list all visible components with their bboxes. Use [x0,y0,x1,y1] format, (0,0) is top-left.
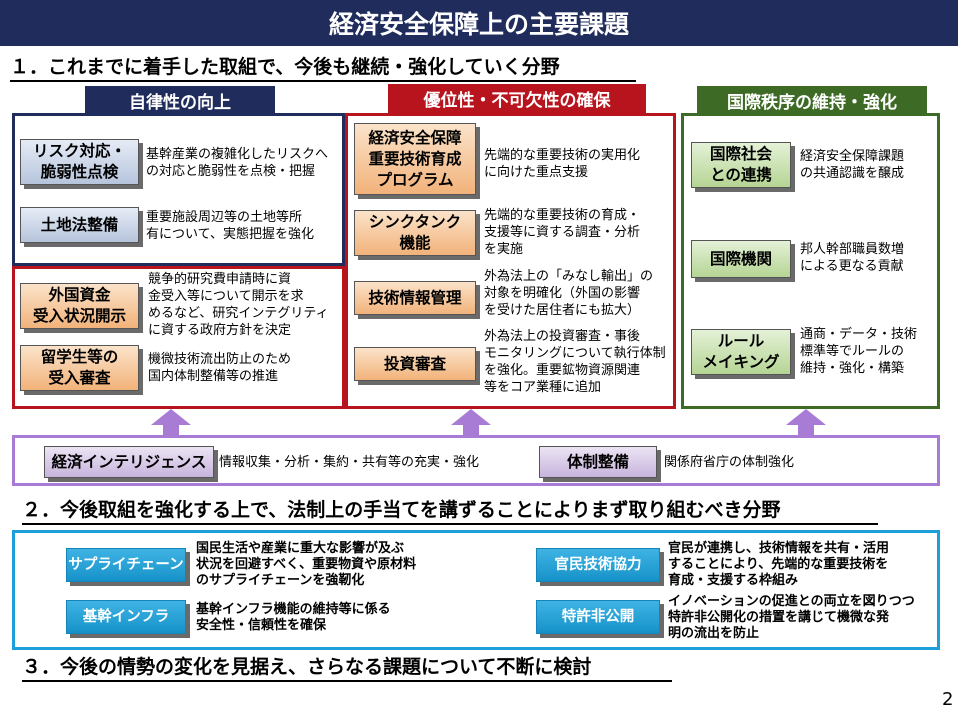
patent-secrecy-button[interactable]: 特許非公開 [536,600,660,634]
intl-cooperation-desc: 経済安全保障課題 の共通認識を醸成 [800,149,905,181]
supply-chain-desc: 国民生活や産業に重大な影響が及ぶ 状況を回避すべく、重要物資や原材料 のサプライ… [196,541,417,588]
section1-underline [10,80,636,82]
system-development-desc: 関係府省庁の体制強化 [664,455,795,470]
autonomy-frame [12,113,345,266]
rule-making-desc: 通商・データ・技術 標準等でルールの 維持・強化・構築 [800,327,918,376]
student-screening-button[interactable]: 留学生等の 受入審査 [20,345,139,391]
arrow-up-center-stem [463,424,479,436]
intl-organizations-desc: 邦人幹部職員数増 による更なる貢献 [800,242,905,274]
arrow-up-left-stem [163,424,179,436]
tech-info-button[interactable]: 技術情報管理 [354,281,476,315]
section3-heading: ３．今後の情勢の変化を見据え、さらなる課題について不断に検討 [22,656,592,678]
investment-screening-button[interactable]: 投資審査 [354,347,476,381]
student-screening-desc: 機微技術流出防止のため 国内体制整備等の推進 [148,352,292,384]
tech-info-desc: 外為法上の「みなし輸出」の 対象を明確化（外国の影響 を受けた居住者にも拡大） [484,269,654,318]
section2-frame [12,530,940,650]
tab-autonomy: 自律性の向上 [85,86,275,114]
tech-program-button[interactable]: 経済安全保障 重要技術育成 プログラム [354,123,476,195]
infrastructure-button[interactable]: 基幹インフラ [66,600,186,634]
infrastructure-desc: 基幹インフラ機能の維持等に係る 安全性・信頼性を確保 [196,602,391,633]
economic-intelligence-button[interactable]: 経済インテリジェンス [44,446,214,478]
autonomy-lower-frame [12,266,345,409]
land-law-button[interactable]: 土地法整備 [20,207,139,243]
economic-intelligence-desc: 情報収集・分析・集約・共有等の充実・強化 [219,455,480,470]
arrow-up-right-stem [798,424,814,436]
land-law-desc: 重要施設周辺等の土地等所 有について、実態把握を強化 [146,210,314,242]
risk-response-desc: 基幹産業の複雑化したリスクへ の対応と脆弱性を点検・把握 [146,147,329,179]
section1-heading: １．これまでに着手した取組で、今後も継続・強化していく分野 [10,56,560,78]
intl-cooperation-button[interactable]: 国際社会 との連携 [691,142,791,188]
rule-making-button[interactable]: ルール メイキング [691,329,791,375]
think-tank-desc: 先端的な重要技術の育成・ 支援等に資する調査・分析 を実施 [484,208,641,257]
supply-chain-button[interactable]: サプライチェーン [66,548,186,582]
page-number: 2 [942,689,954,710]
think-tank-button[interactable]: シンクタンク 機能 [354,210,476,256]
intl-organizations-button[interactable]: 国際機関 [691,240,791,278]
tech-program-desc: 先端的な重要技術の実用化 に向けた重点支援 [484,148,641,180]
arrow-up-center [451,409,491,425]
section2-underline [22,523,878,525]
system-development-button[interactable]: 体制整備 [539,446,657,478]
section2-heading: ２．今後取組を強化する上で、法制上の手当てを講ずることによりまず取り組むべき分野 [22,499,781,521]
superiority-frame [345,113,676,409]
tab-international: 国際秩序の維持・強化 [697,86,927,114]
public-private-tech-desc: 官民が連携し、技術情報を共有・活用 することにより、先端的な重要技術を 育成・支… [668,541,890,588]
foreign-funds-button[interactable]: 外国資金 受入状況開示 [20,283,139,329]
patent-secrecy-desc: イノベーションの促進との両立を図りつつ 特許非公開化の措置を講じて機微な発 明の… [668,594,915,641]
foundation-frame [12,435,940,486]
arrow-up-right [786,409,826,425]
page-title: 経済安全保障上の主要課題 [0,0,958,46]
public-private-tech-button[interactable]: 官民技術協力 [536,548,660,582]
investment-screening-desc: 外為法上の投資審査・事後 モニタリングについて執行体制 を強化。重要鉱物資源関連… [484,329,666,395]
tab-superiority: 優位性・不可欠性の確保 [388,84,646,113]
section3-underline [22,680,672,682]
foreign-funds-desc: 競争的研究費申請時に資 金受入等について開示を求 めるなど、研究インテグリティ … [148,272,329,338]
international-frame [681,113,940,409]
arrow-up-left [151,409,191,425]
risk-response-button[interactable]: リスク対応・ 脆弱性点検 [20,139,139,185]
